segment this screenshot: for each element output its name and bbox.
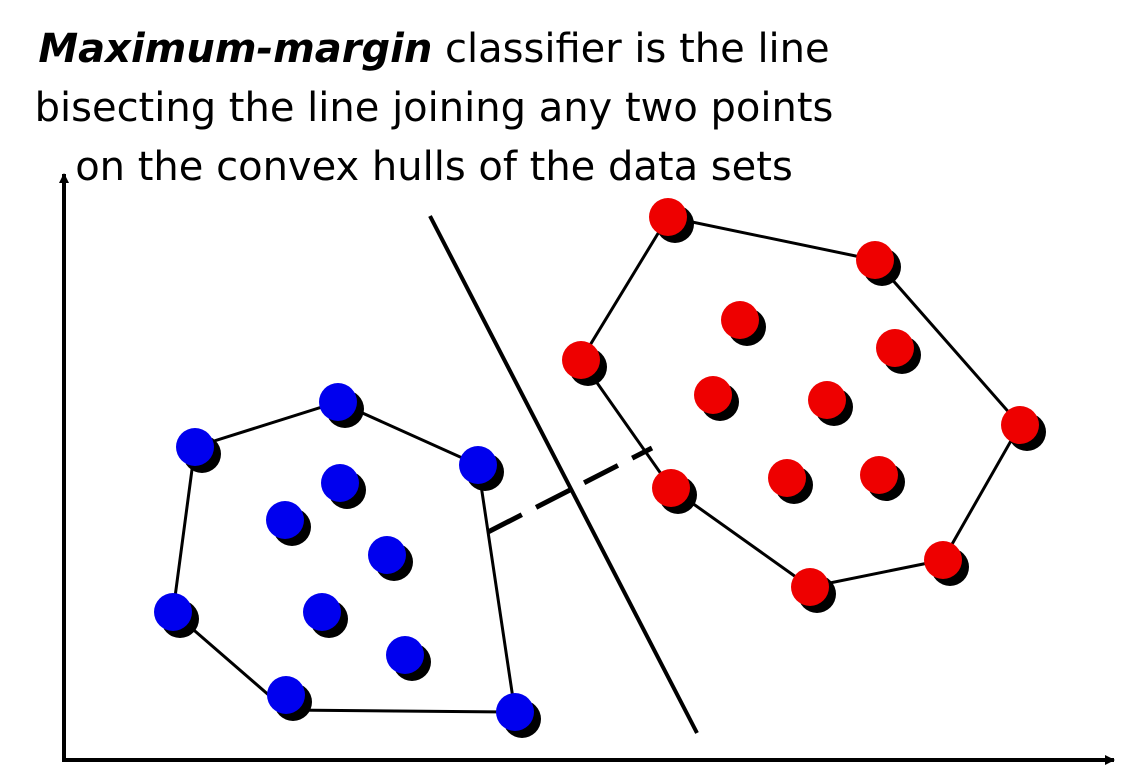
red-data-points (562, 198, 1046, 613)
blue-point (319, 383, 357, 421)
red-point (694, 376, 732, 414)
red-point (856, 241, 894, 279)
red-point (876, 329, 914, 367)
title-line-1-rest: classifier is the line (432, 26, 830, 72)
blue-point (266, 501, 304, 539)
blue-point (176, 428, 214, 466)
blue-point (386, 636, 424, 674)
red-point (791, 568, 829, 606)
max-margin-separator (428, 215, 699, 734)
title-line-1: Maximum-margin classifier is the line (0, 20, 868, 79)
title-line-3: on the convex hulls of the data sets (75, 144, 793, 190)
blue-point (267, 676, 305, 714)
diagram-title: Maximum-margin classifier is the line bi… (0, 20, 868, 197)
blue-point (368, 536, 406, 574)
blue-point (303, 593, 341, 631)
title-line-2: bisecting the line joining any two point… (34, 85, 834, 131)
red-point (649, 198, 687, 236)
blue-point (496, 693, 534, 731)
red-point (562, 341, 600, 379)
title-emphasis: Maximum-margin (38, 26, 433, 72)
blue-data-points (154, 383, 541, 738)
blue-convex-hull (171, 400, 517, 714)
red-point (652, 469, 690, 507)
red-point (1001, 406, 1039, 444)
red-point (924, 541, 962, 579)
red-point (808, 381, 846, 419)
red-point (721, 301, 759, 339)
red-convex-hull (579, 215, 1022, 589)
blue-point (154, 593, 192, 631)
blue-point (321, 464, 359, 502)
hull-connecting-line (486, 445, 654, 535)
red-point (860, 456, 898, 494)
axes (59, 173, 1115, 765)
red-point (768, 459, 806, 497)
blue-point (459, 446, 497, 484)
